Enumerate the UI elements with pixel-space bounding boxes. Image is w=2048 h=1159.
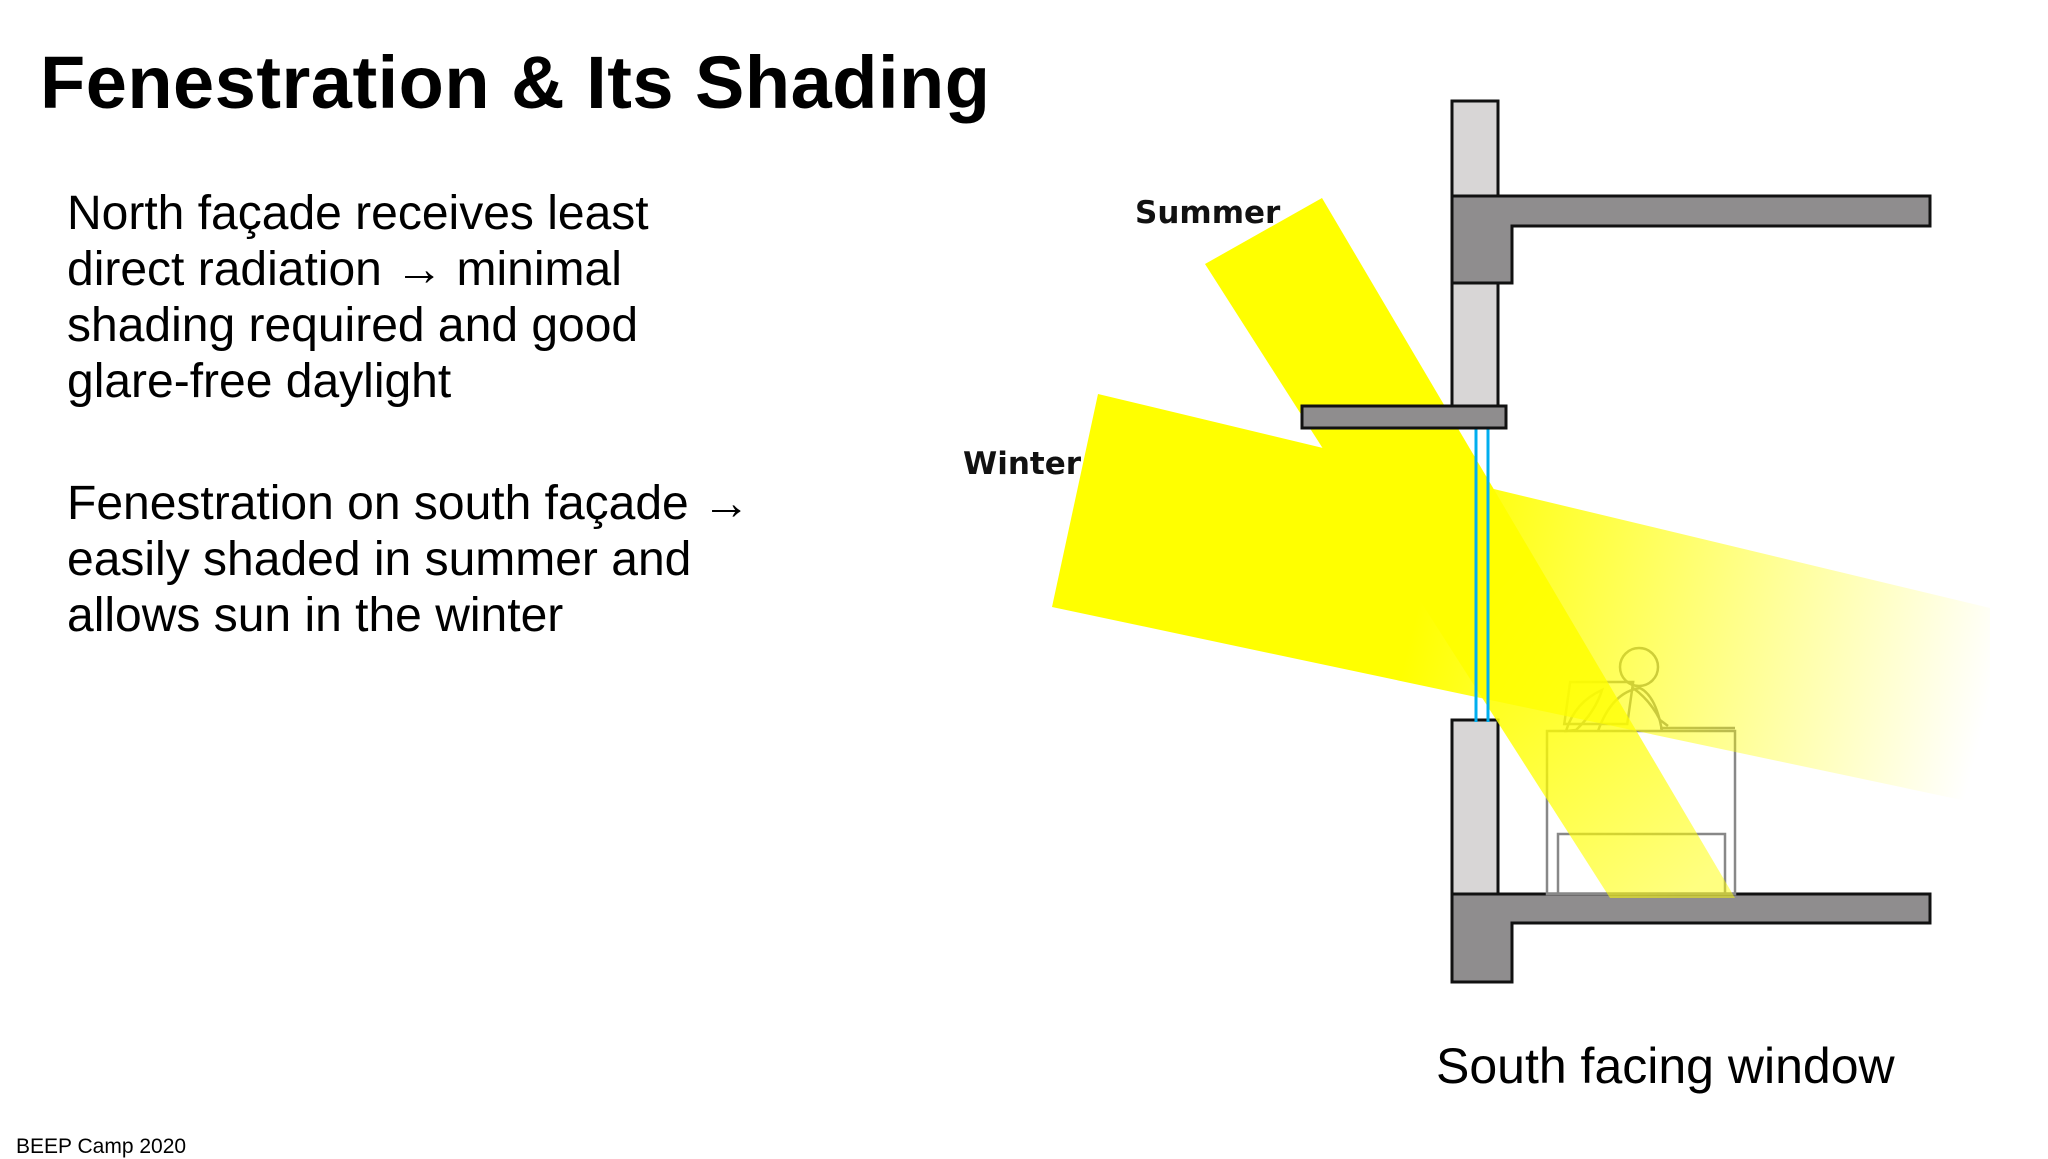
upper-slab	[1450, 194, 1932, 285]
summer-sun-beam	[1205, 198, 1735, 898]
footer-text: BEEP Camp 2020	[16, 1135, 187, 1158]
bullet-line: North façade receives least	[67, 187, 649, 240]
lower-slab	[1450, 892, 1932, 984]
summer-label: Summer	[1135, 195, 1281, 231]
bullet-south-facade: Fenestration on south façade → easily sh…	[67, 476, 867, 644]
bullet-line: easily shaded in summer and	[67, 533, 692, 586]
winter-label: Winter	[963, 446, 1082, 482]
wall-middle	[1450, 281, 1500, 408]
bullet-line: allows sun in the winter	[67, 589, 564, 642]
wall-lower	[1450, 718, 1500, 896]
overhang-shade	[1300, 404, 1508, 430]
bullet-list: North façade receives least direct radia…	[67, 186, 867, 710]
window-glazing	[1474, 428, 1490, 722]
page-title: Fenestration & Its Shading	[40, 41, 991, 124]
bullet-line: glare-free daylight	[67, 355, 452, 408]
diagram-caption: South facing window	[1436, 1038, 1896, 1094]
wall-upper	[1450, 99, 1500, 198]
bullet-line: direct radiation → minimal	[67, 243, 622, 296]
bullet-line: shading required and good	[67, 299, 639, 352]
bullet-line: Fenestration on south façade →	[67, 477, 751, 530]
bullet-north-facade: North façade receives least direct radia…	[67, 186, 867, 410]
